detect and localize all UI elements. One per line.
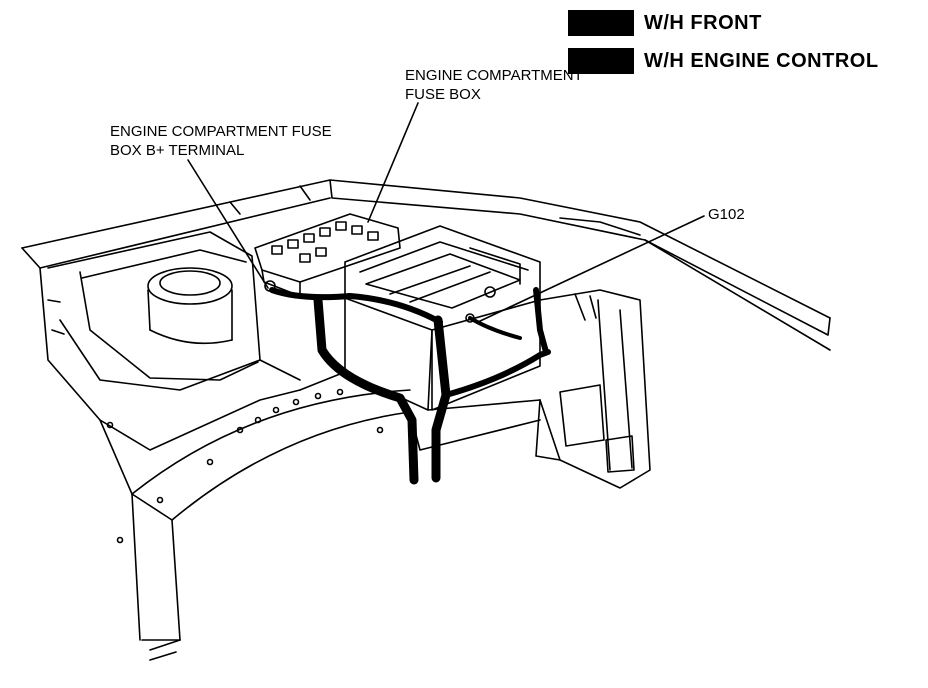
legend-label-wh-front: W/H FRONT xyxy=(644,11,762,34)
leader-line-b-plus-terminal xyxy=(187,159,269,289)
legend-swatch-wh-front xyxy=(568,10,634,36)
fuse-box xyxy=(254,213,401,297)
harness-g102-lead xyxy=(533,287,549,355)
harness-ground-branch xyxy=(443,349,551,398)
callout-fuse-box-line2: FUSE BOX xyxy=(405,86,481,103)
legend-label-wh-engine-control: W/H ENGINE CONTROL xyxy=(644,49,879,72)
leader-line-g102 xyxy=(477,215,705,323)
callout-fuse-box-line1: ENGINE COMPARTMENT xyxy=(405,67,583,84)
callout-g102: G102 xyxy=(708,206,745,223)
harness-wh-front-upper xyxy=(269,287,443,325)
legend-item-wh-front: W/H FRONT xyxy=(568,10,762,36)
harness-terminal-lead xyxy=(468,316,522,340)
harness-wh-engine-control xyxy=(431,315,451,483)
fender-apron xyxy=(21,179,831,351)
callout-fuse-box: ENGINE COMPARTMENT FUSE BOX xyxy=(405,66,583,104)
callout-b-plus-terminal: ENGINE COMPARTMENT FUSE BOX B+ TERMINAL xyxy=(110,122,332,160)
legend-item-wh-engine-control: W/H ENGINE CONTROL xyxy=(568,48,879,74)
harness-wh-front xyxy=(313,295,419,485)
legend-swatch-wh-engine-control xyxy=(568,48,634,74)
left-housing xyxy=(39,231,301,495)
right-fender xyxy=(535,289,651,489)
wheel-well-arch xyxy=(131,389,411,661)
callout-b-plus-terminal-line1: ENGINE COMPARTMENT FUSE xyxy=(110,123,332,140)
harnesses xyxy=(269,287,551,485)
callout-b-plus-terminal-line2: BOX B+ TERMINAL xyxy=(110,142,245,159)
mounting-holes xyxy=(106,388,384,544)
